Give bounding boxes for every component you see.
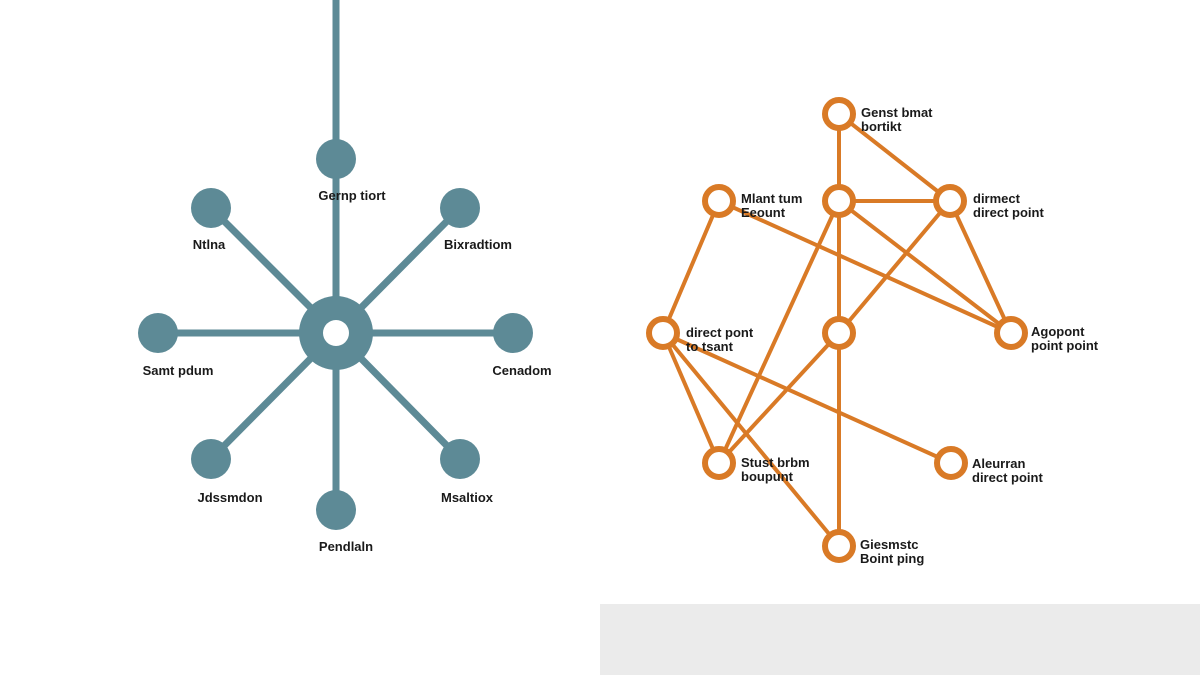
star-node-label-lower-right: Msaltiox	[440, 490, 494, 505]
network-node-label-n5-line1: direct pont	[686, 325, 754, 340]
star-hub-center	[323, 320, 349, 346]
star-node-lower-left	[191, 439, 231, 479]
star-node-upper-left	[191, 188, 231, 228]
network-node-label-n4-line2: direct point	[973, 205, 1044, 220]
network-node-label-n10: Giesmstc Boint ping	[860, 538, 924, 566]
network-node-label-n9: Aleurran direct point	[972, 457, 1043, 485]
network-node-n6	[822, 316, 856, 350]
network-node-label-n5-line2: to tsant	[686, 339, 733, 354]
network-edge-n5-n10	[661, 331, 841, 548]
network-edge-n4-n6	[837, 199, 952, 335]
network-edge-n4-n7	[948, 200, 1013, 334]
network-node-n2	[702, 184, 736, 218]
network-node-n9	[934, 446, 968, 480]
network-edge-n3-n7	[837, 199, 1013, 335]
star-node-label-upper-right: Bixradtiom	[444, 237, 512, 252]
star-node-label-left: Samt pdum	[142, 363, 214, 378]
star-node-top	[316, 139, 356, 179]
star-node-label-bottom: Pendlaln	[318, 539, 374, 554]
network-node-label-n5: direct pont to tsant	[686, 326, 753, 354]
star-node-bottom	[316, 490, 356, 530]
network-node-n3	[822, 184, 856, 218]
star-node-left	[138, 313, 178, 353]
network-node-label-n1-line1: Genst bmat	[861, 105, 933, 120]
star-node-right	[493, 313, 533, 353]
network-node-label-n7: Agopont point point	[1031, 325, 1098, 353]
network-node-label-n9-line2: direct point	[972, 470, 1043, 485]
network-edge-n2-n5	[661, 200, 721, 334]
network-node-label-n8-line2: boupunt	[741, 469, 793, 484]
network-edge-n1-n4	[837, 112, 952, 203]
network-edge-n5-n9	[662, 331, 952, 465]
star-node-label-upper-left: Ntlna	[192, 237, 226, 252]
network-node-label-n2-line1: Mlant tum	[741, 191, 803, 206]
network-node-label-n2: Mlant tum Eeount	[741, 192, 802, 220]
network-node-label-n7-line2: point point	[1031, 338, 1099, 353]
network-node-label-n8-line1: Stust brbm	[741, 455, 810, 470]
network-node-n1	[822, 97, 856, 131]
network-node-label-n10-line1: Giesmstc	[860, 537, 919, 552]
network-node-label-n10-line2: Boint ping	[860, 551, 925, 566]
network-node-n4	[933, 184, 967, 218]
network-node-label-n7-line1: Agopont	[1031, 324, 1085, 339]
network-node-label-n2-line2: Eeount	[741, 205, 786, 220]
network-node-label-n1: Genst bmat bortikt	[861, 106, 933, 134]
network-edge-n6-n8	[717, 331, 841, 465]
star-node-label-lower-left: Jdssmdon	[197, 490, 263, 505]
network-node-label-n9-line1: Aleurran	[972, 456, 1026, 471]
footer-panel	[600, 604, 1200, 675]
network-node-n10	[822, 529, 856, 563]
star-node-lower-right	[440, 439, 480, 479]
network-edge-n3-n8	[717, 200, 841, 464]
star-node-label-right: Cenadom	[492, 363, 552, 378]
network-node-n5	[646, 316, 680, 350]
network-node-label-n1-line2: bortikt	[861, 119, 902, 134]
network-node-label-n4-line1: dirmect	[973, 191, 1020, 206]
network-node-label-n8: Stust brbm boupunt	[741, 456, 810, 484]
network-node-label-n4: dirmect direct point	[973, 192, 1044, 220]
network-edge-n5-n8	[661, 332, 721, 464]
star-node-label-top: Gernp tiort	[318, 188, 386, 203]
network-edge-n2-n7	[718, 199, 1012, 335]
network-node-n7	[994, 316, 1028, 350]
star-node-upper-right	[440, 188, 480, 228]
network-node-n8	[702, 446, 736, 480]
